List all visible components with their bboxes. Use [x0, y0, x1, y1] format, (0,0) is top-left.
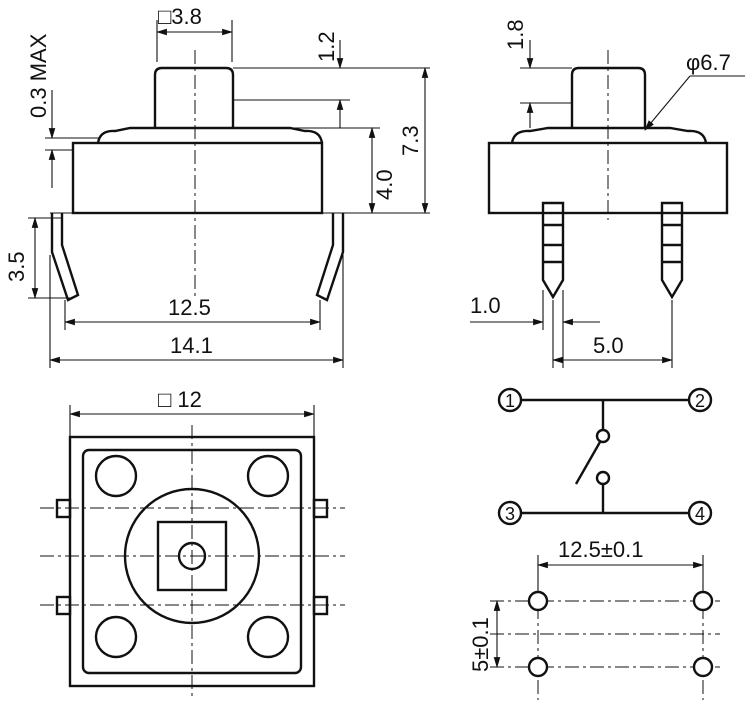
pin-width-label: 1.0	[470, 293, 501, 318]
actuator-size-label: □3.8	[158, 4, 202, 29]
terminal-3: 3	[497, 500, 523, 526]
terminal-2: 2	[687, 387, 713, 413]
left-leg	[50, 213, 80, 302]
stem-height-label: 1.8	[503, 19, 528, 50]
outer-width-label: 14.1	[170, 333, 213, 358]
svg-text:3: 3	[505, 504, 515, 524]
side-view: □3.8 1.2 7.3 4.0 0.3 MAX 3.5 12.5 14.1	[4, 4, 430, 368]
right-leg	[315, 213, 345, 302]
circuit-diagram: 1 2 3 4	[497, 387, 713, 526]
vertical-pitch-label: 5±0.1	[468, 617, 493, 672]
diameter-label: φ6.7	[686, 50, 731, 75]
top-view: □ 12	[40, 387, 345, 700]
top-plate	[510, 126, 708, 144]
pad-hole	[527, 656, 549, 678]
inner-width-label: 12.5	[168, 295, 211, 320]
pcb-footprint: 12.5±0.1 5±0.1	[468, 537, 720, 700]
corner-hole	[246, 615, 290, 659]
max-gap-label: 0.3 MAX	[26, 33, 51, 118]
svg-text:1: 1	[505, 391, 515, 411]
corner-hole	[94, 615, 138, 659]
corner-hole	[94, 454, 138, 498]
leg-length-label: 3.5	[4, 251, 29, 282]
total-height-label: 7.3	[398, 125, 423, 156]
body-height-label: 4.0	[372, 169, 397, 200]
terminal-1: 1	[497, 387, 523, 413]
pin-pitch-label: 5.0	[593, 333, 624, 358]
actuator-height-label: 1.2	[314, 31, 339, 62]
left-pin	[541, 201, 565, 300]
right-pin	[660, 201, 684, 300]
horizontal-pitch-label: 12.5±0.1	[558, 537, 643, 562]
corner-hole	[246, 454, 290, 498]
svg-text:2: 2	[695, 391, 705, 411]
pad-hole	[527, 590, 549, 612]
pad-hole	[692, 656, 714, 678]
svg-text:4: 4	[695, 504, 705, 524]
top-plate	[96, 126, 324, 144]
actuator	[153, 66, 235, 128]
pad-hole	[692, 590, 714, 612]
front-view: 1.8 φ6.7 1.0 5.0	[470, 19, 745, 368]
terminal-4: 4	[687, 500, 713, 526]
size-label: □ 12	[158, 387, 202, 412]
switch-body	[71, 141, 324, 215]
switch-contact	[574, 441, 602, 485]
